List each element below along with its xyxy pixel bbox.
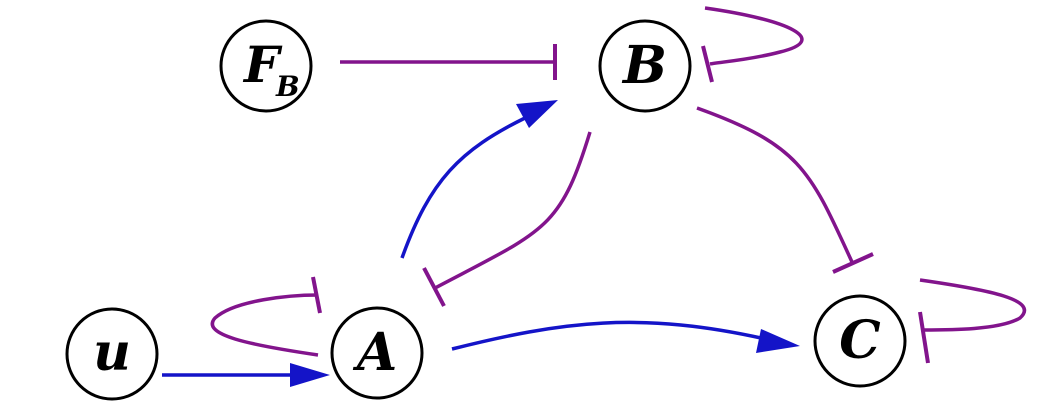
- node-c-label: C: [839, 310, 880, 371]
- edge-c-self-inhibition-bar: [918, 311, 930, 364]
- node-u: u: [65, 307, 159, 401]
- edge-a-activates-c-arrowhead: [756, 329, 800, 353]
- edge-a-self-inhibition: [210, 293, 319, 357]
- edge-a-self-inhibition-bar: [311, 276, 322, 314]
- node-c: C: [813, 294, 907, 388]
- edge-a-activates-c: [451, 320, 771, 351]
- node-fb-label: F: [242, 35, 283, 94]
- edge-b-self-inhibition: [704, 6, 804, 66]
- node-b-label: B: [621, 35, 667, 96]
- edge-a-activates-b: [400, 116, 526, 259]
- edges: [162, 6, 1027, 387]
- node-a-label: A: [352, 322, 397, 383]
- node-a: A: [330, 306, 424, 400]
- edge-b-inhibits-a-bar: [422, 267, 446, 307]
- edge-u-activates-a-arrowhead: [290, 363, 330, 387]
- edge-a-activates-b-arrowhead: [516, 100, 558, 128]
- node-b: B: [598, 19, 692, 113]
- edge-b-inhibits-c-bar: [832, 252, 874, 274]
- nodes: F B B u A C: [65, 19, 907, 401]
- node-u-label: u: [93, 322, 131, 383]
- edge-b-self-inhibition-bar: [701, 45, 714, 83]
- node-fb: F B: [219, 19, 313, 113]
- edge-b-inhibits-a: [434, 131, 592, 290]
- node-fb-subscript: B: [275, 70, 300, 103]
- edge-b-inhibits-c: [696, 106, 854, 263]
- edge-c-self-inhibition: [919, 278, 1027, 332]
